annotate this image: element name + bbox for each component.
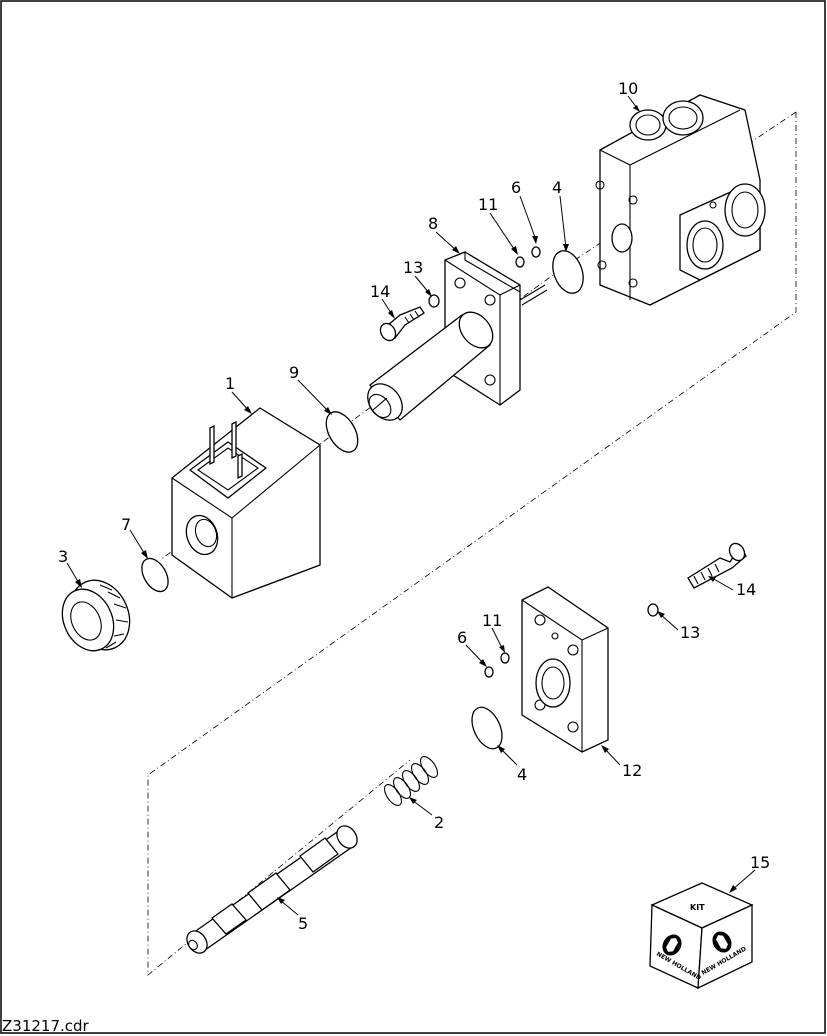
callout-2: 2 — [434, 813, 444, 832]
callout-3: 3 — [58, 547, 68, 566]
part-o-ring-upper — [552, 250, 584, 294]
callout-numbers: 10 6 4 11 8 13 14 9 1 7 3 14 11 13 6 12 … — [58, 79, 770, 933]
part-coil-nut — [61, 579, 131, 652]
callout-13-lower: 13 — [680, 623, 700, 642]
brand-logo-left — [662, 934, 682, 956]
part-seal-6-upper — [531, 246, 541, 258]
kit-label: KIT — [690, 903, 705, 912]
callout-7: 7 — [121, 515, 131, 534]
leader-lines — [66, 95, 756, 916]
brand-logo-right — [712, 931, 732, 953]
part-end-plate — [521, 586, 609, 753]
callout-6-upper: 6 — [511, 178, 521, 197]
callout-15: 15 — [750, 853, 770, 872]
part-cap-screw-lower — [687, 542, 747, 589]
callout-11-lower: 11 — [482, 611, 502, 630]
part-kit-box: KIT NEW HOLLAND NEW HOLLAND — [649, 882, 754, 990]
callout-5: 5 — [298, 914, 308, 933]
part-seal-11-upper — [515, 256, 525, 268]
part-o-ring-9 — [325, 411, 359, 453]
part-seal-11-lower — [500, 652, 510, 664]
part-o-ring-7 — [141, 557, 169, 593]
part-seal-6-lower — [484, 666, 494, 678]
part-o-ring-lower — [471, 706, 503, 750]
callout-14-lower: 14 — [736, 580, 756, 599]
part-cap-screw-upper — [379, 306, 425, 342]
callout-4-upper: 4 — [552, 178, 562, 197]
callout-14-upper: 14 — [370, 282, 390, 301]
callout-6-lower: 6 — [457, 628, 467, 647]
callout-11-upper: 11 — [478, 195, 498, 214]
callout-12: 12 — [622, 761, 642, 780]
callout-8: 8 — [428, 214, 438, 233]
callout-4-lower: 4 — [517, 765, 527, 784]
part-lock-washer-lower — [647, 603, 659, 617]
callout-10: 10 — [618, 79, 638, 98]
part-solenoid-tube — [367, 251, 548, 421]
callout-9: 9 — [289, 363, 299, 382]
part-valve-body — [595, 94, 766, 306]
callout-13-upper: 13 — [403, 258, 423, 277]
callout-1: 1 — [225, 374, 235, 393]
part-solenoid-coil — [171, 407, 321, 599]
part-lock-washer-upper — [428, 294, 440, 308]
file-name-label: Z31217.cdr — [2, 1017, 90, 1035]
part-spring — [383, 756, 439, 806]
part-spool — [186, 825, 358, 954]
